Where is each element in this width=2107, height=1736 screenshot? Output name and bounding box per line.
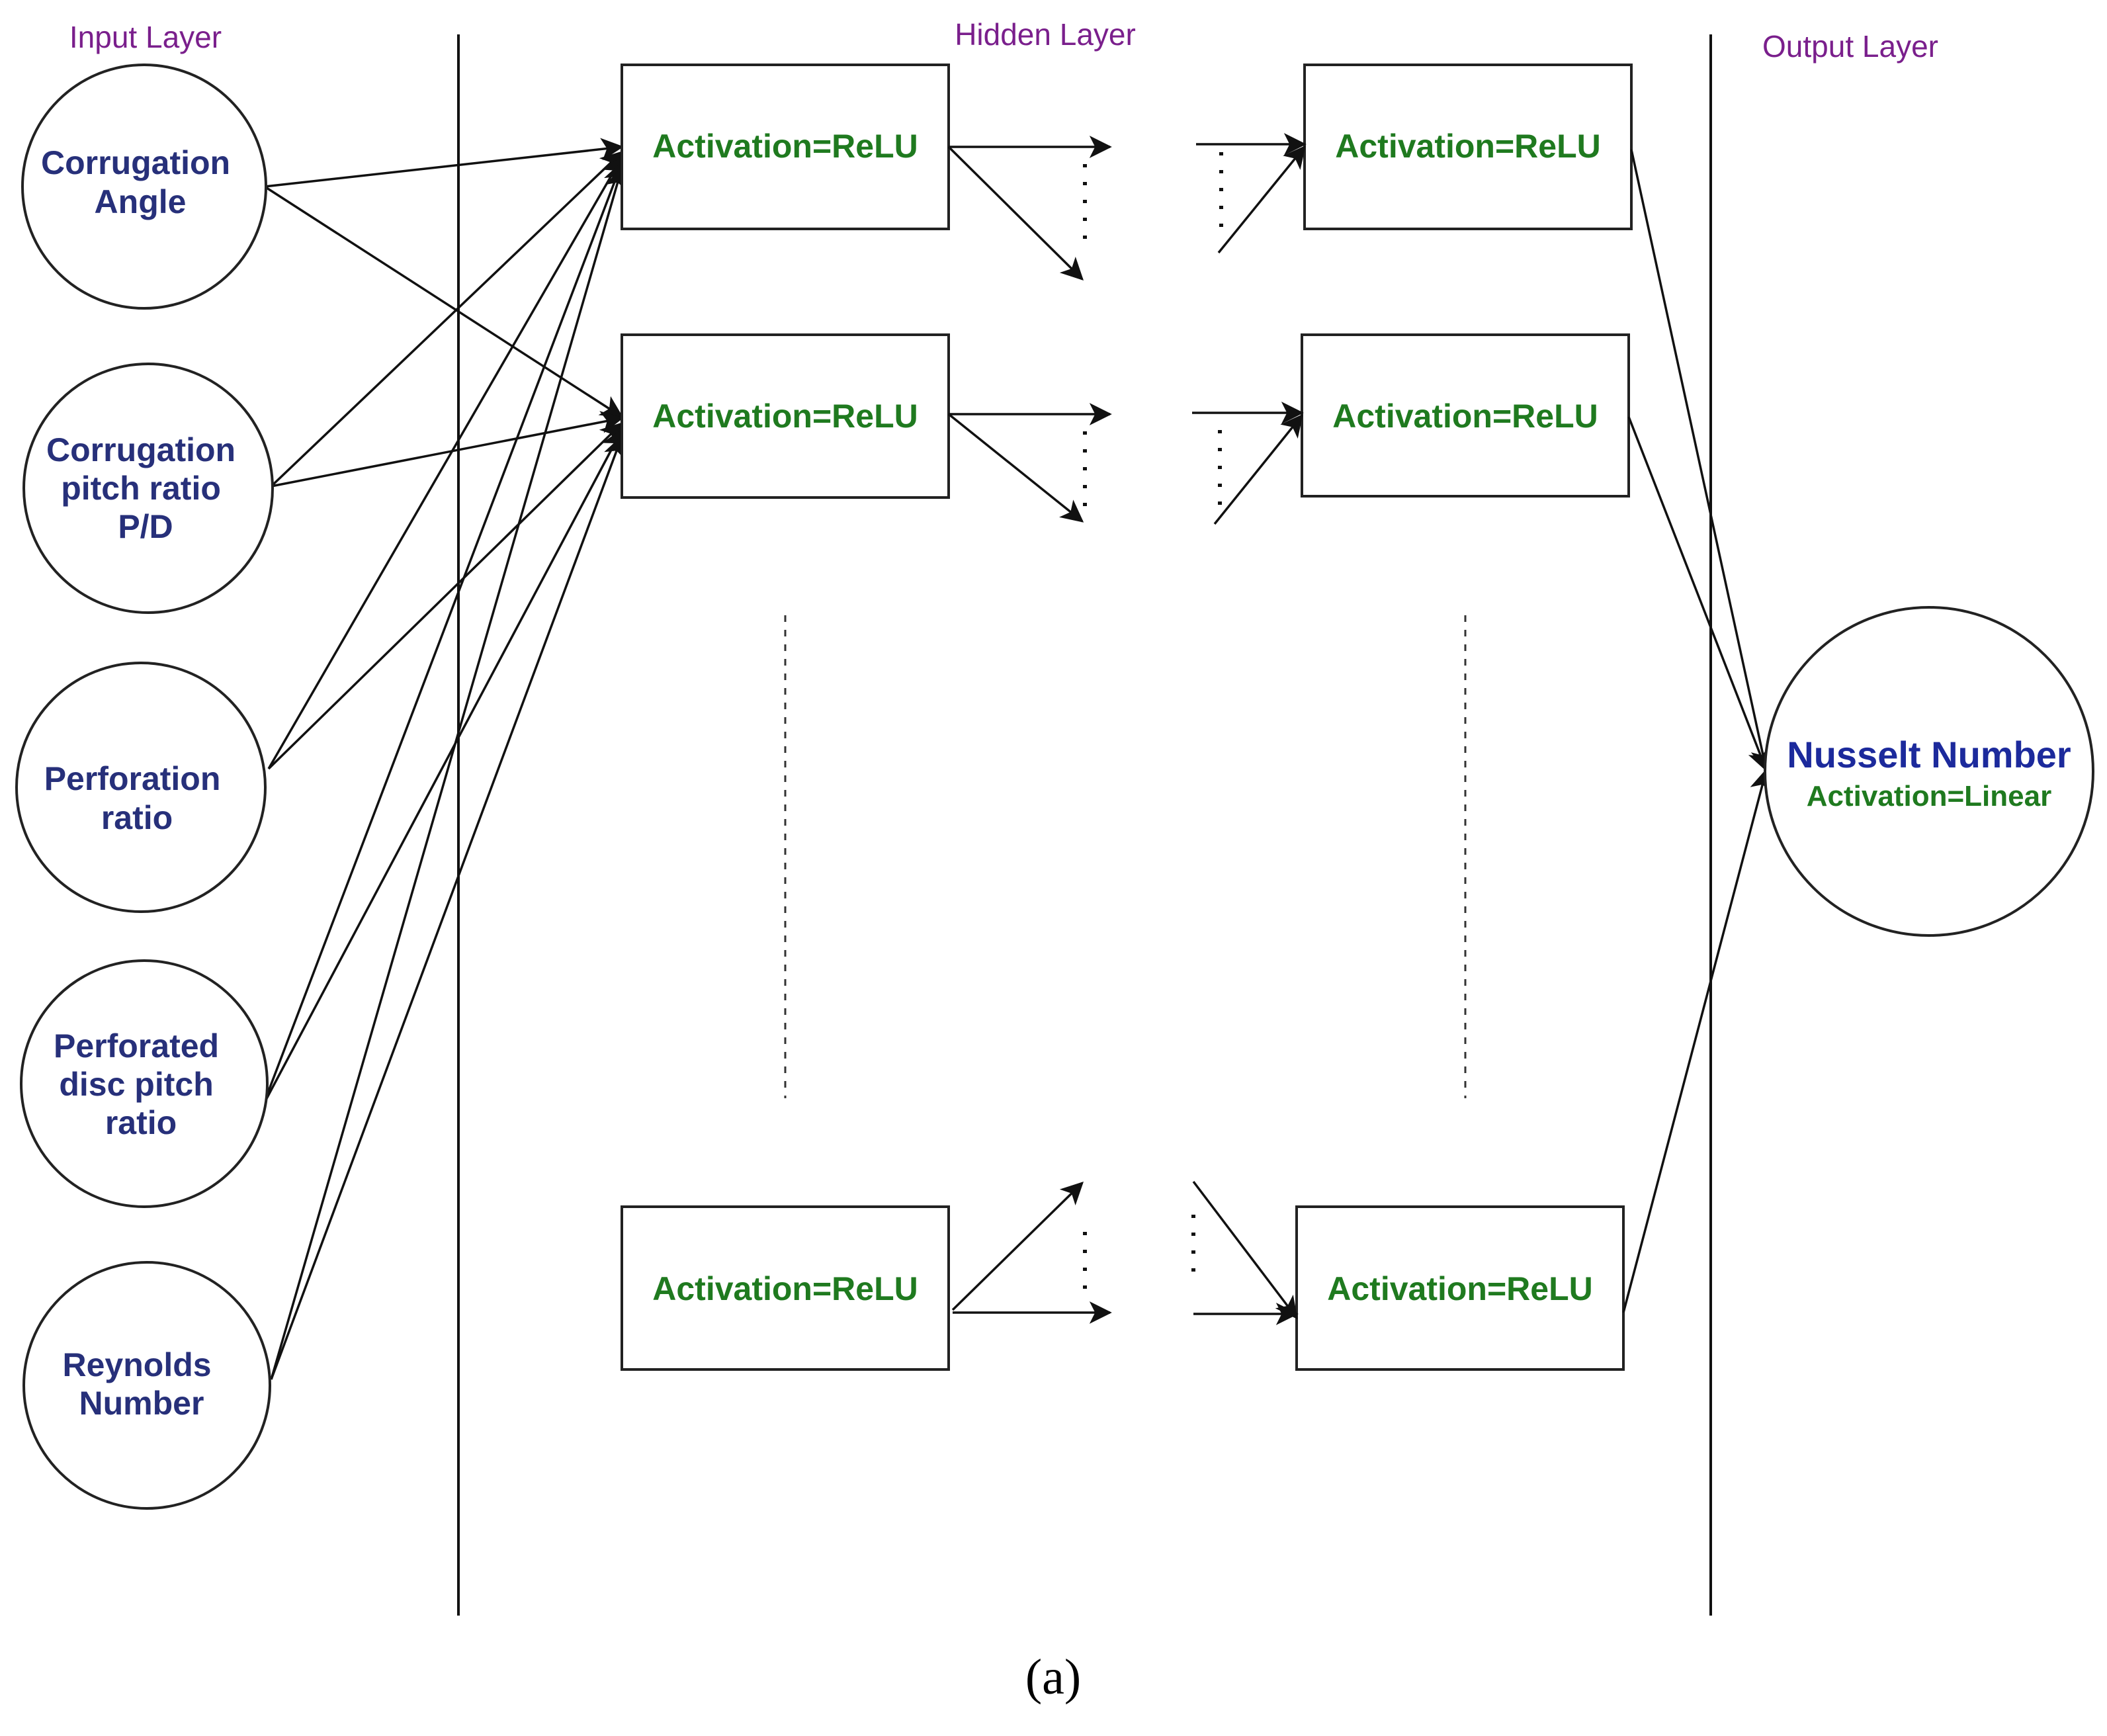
input-node-corrugation-pitch-ratio: Corrugation pitch ratio P/D: [22, 363, 274, 614]
svg-text:Perforated disc pitch: Perforated disc pitch ratio: [54, 1027, 228, 1141]
hidden-2-incoming-edges: [1191, 133, 1307, 1325]
output-node-nusselt-number: Nusselt Number Activation=Linear: [1764, 606, 2094, 937]
svg-text:Activation=ReLU: Activation=ReLU: [1327, 1270, 1592, 1307]
hidden-to-output-edges: [1622, 149, 1773, 1313]
hidden-1-outgoing-edges: [947, 136, 1112, 1324]
svg-text:Activation=ReLU: Activation=ReLU: [1335, 128, 1600, 165]
hidden-layer-title: Hidden Layer: [955, 17, 1136, 52]
svg-text:Reynolds Number: Reynolds Number: [63, 1346, 221, 1422]
hidden-node-2-n: Activation=ReLU: [1295, 1205, 1625, 1371]
hidden-node-1-2: Activation=ReLU: [621, 333, 950, 499]
hidden-node-1-n: Activation=ReLU: [621, 1205, 950, 1371]
svg-text:Corrugation pitch ratio: Corrugation pitch ratio P/D: [46, 431, 245, 545]
input-layer-title: Input Layer: [69, 20, 222, 54]
svg-text:Activation=ReLU: Activation=ReLU: [1332, 398, 1598, 435]
svg-text:Corrugation Angle: Corrugation Angle: [41, 144, 239, 220]
svg-text:Activation=ReLU: Activation=ReLU: [652, 1270, 918, 1307]
input-node-perforation-ratio: Perforation ratio: [15, 662, 267, 913]
output-layer-title: Output Layer: [1762, 29, 1938, 64]
input-node-reynolds-number: Reynolds Number: [22, 1261, 271, 1510]
svg-text:Activation=Linear: Activation=Linear: [1807, 780, 2051, 812]
svg-text:Activation=ReLU: Activation=ReLU: [652, 398, 918, 435]
hidden-node-2-2: Activation=ReLU: [1301, 333, 1630, 498]
input-to-hidden-edges: [262, 138, 627, 1380]
figure-caption: (a): [1025, 1649, 1081, 1705]
svg-text:Perforation ratio: Perforation ratio: [44, 760, 230, 836]
svg-text:Nusselt Number: Nusselt Number: [1787, 734, 2071, 775]
hidden-node-1-1: Activation=ReLU: [621, 64, 950, 230]
input-node-corrugation-angle: Corrugation Angle: [21, 64, 267, 310]
svg-text:Activation=ReLU: Activation=ReLU: [652, 128, 918, 165]
input-node-perforated-disc-pitch-ratio: Perforated disc pitch ratio: [20, 959, 269, 1208]
hidden-node-2-1: Activation=ReLU: [1303, 64, 1633, 230]
